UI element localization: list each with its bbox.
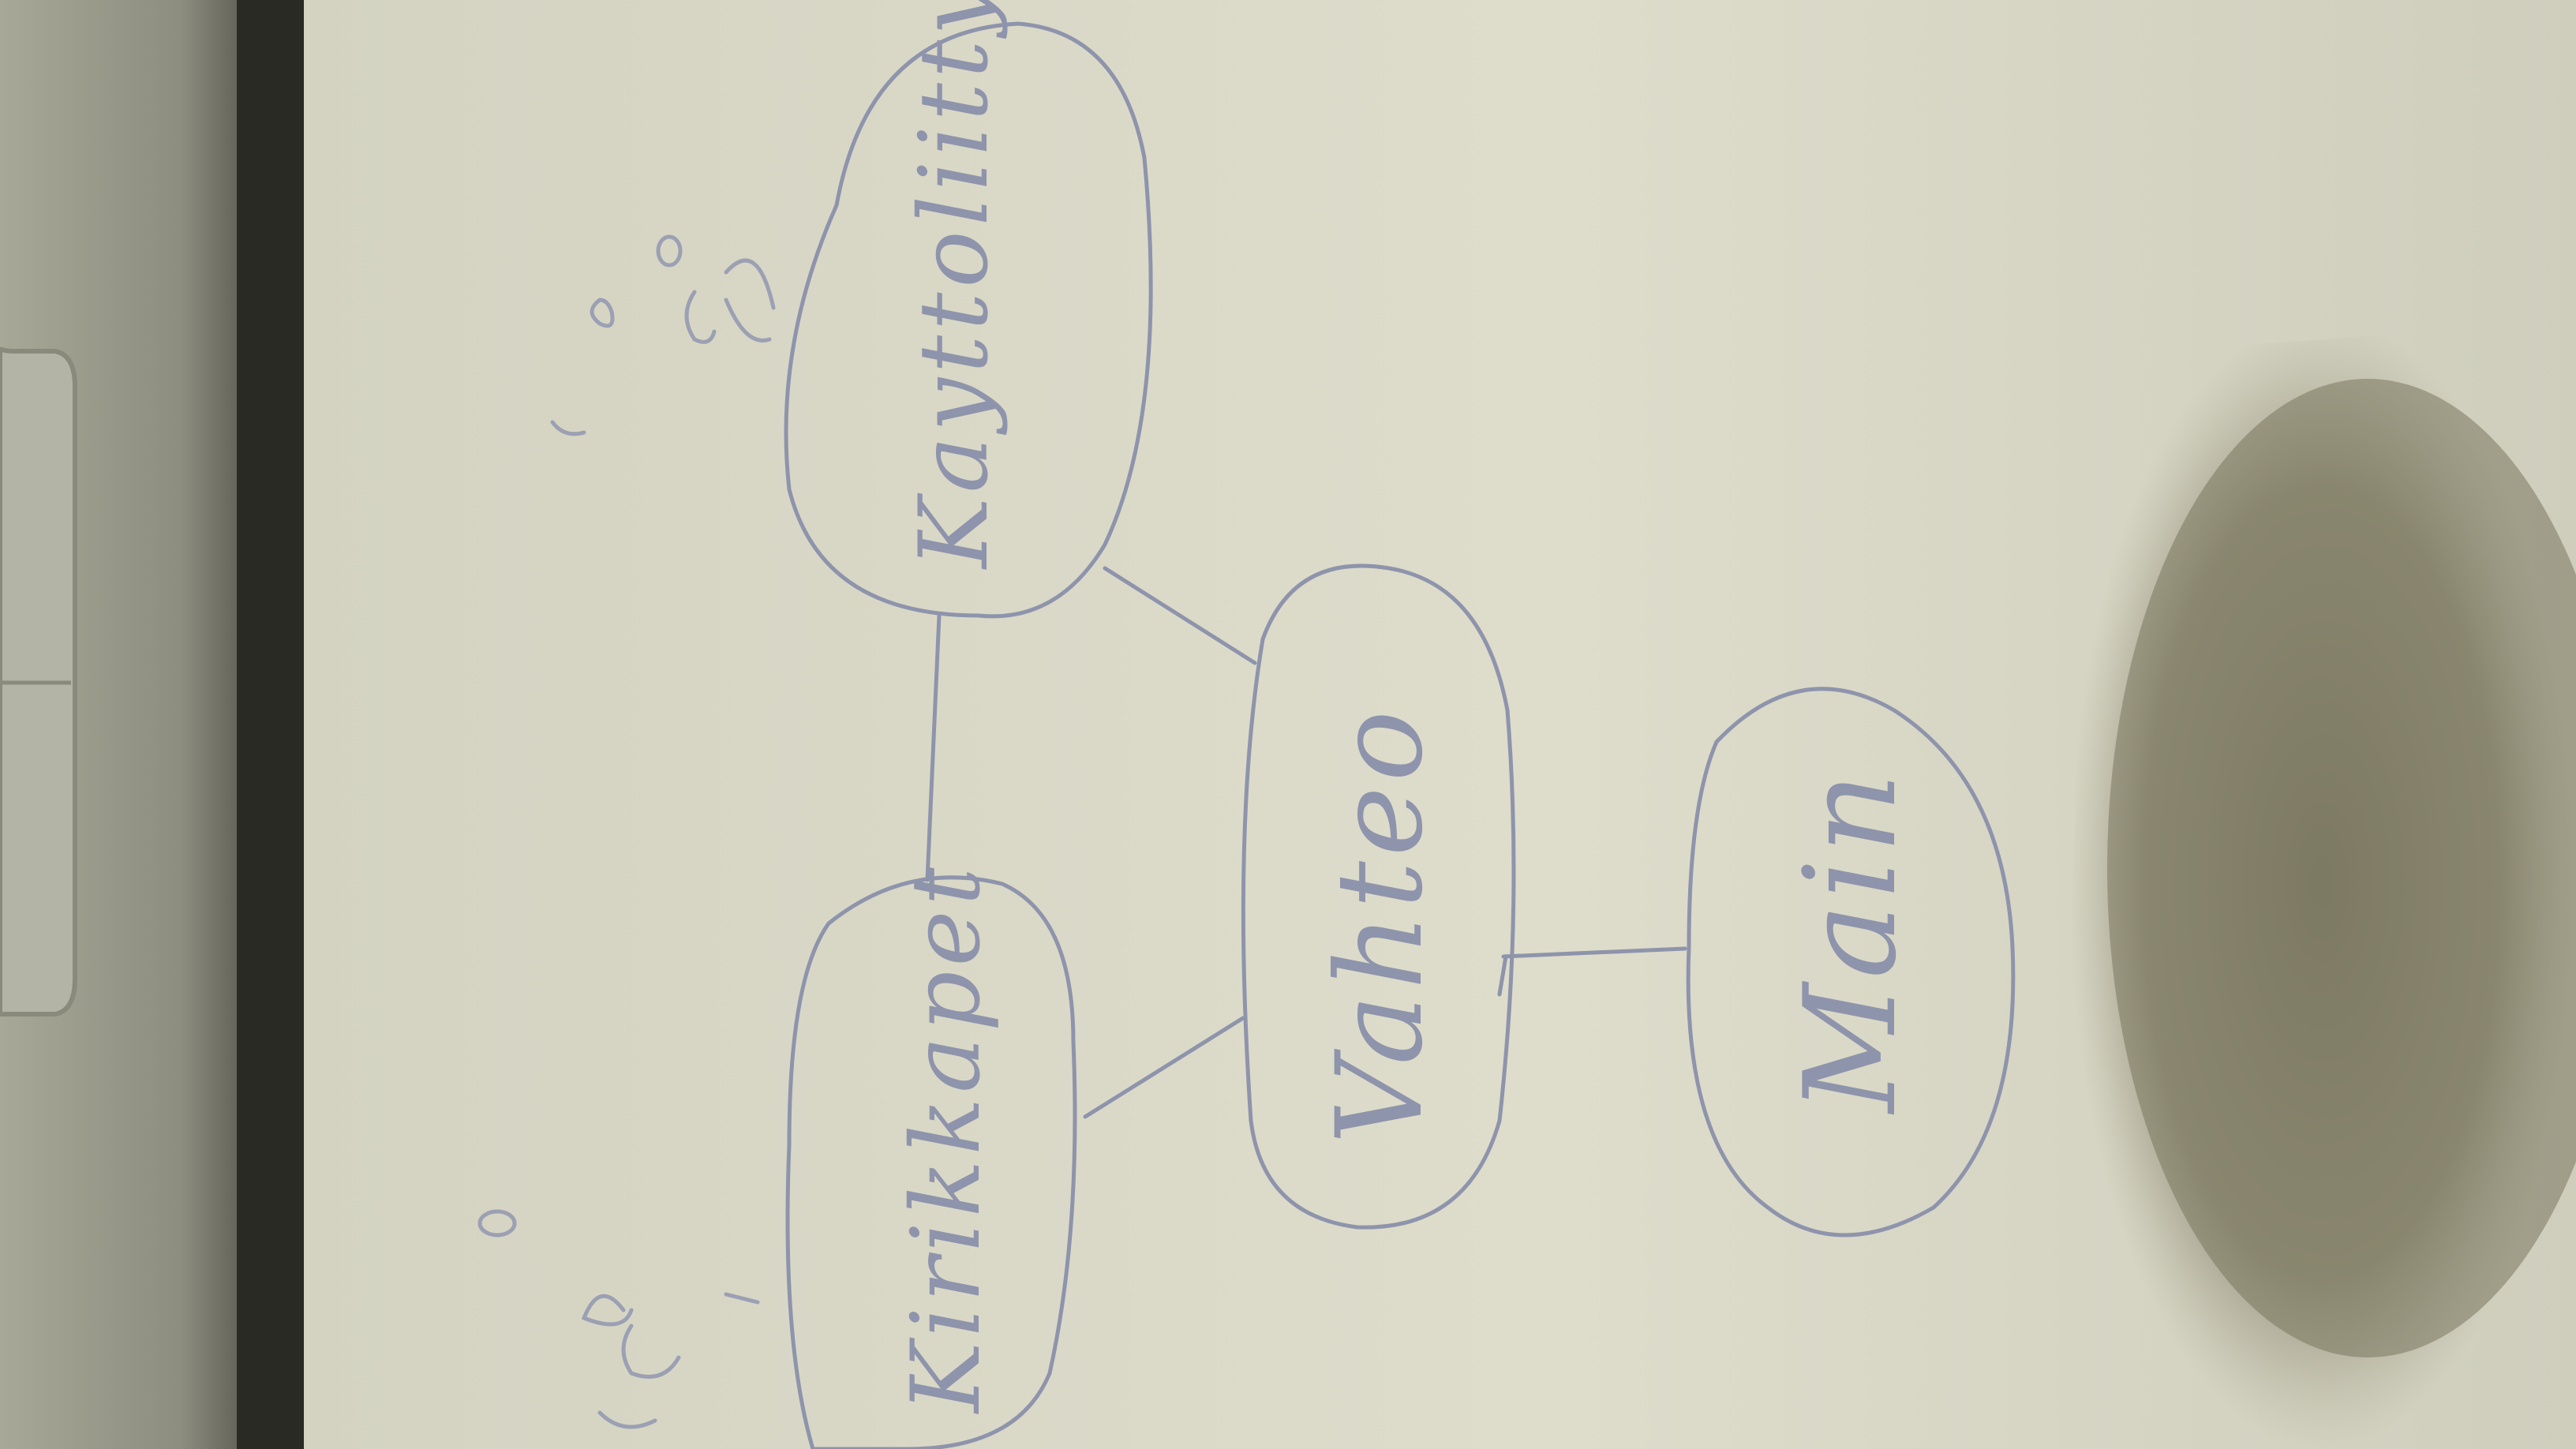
- scribble-bottom-4: [621, 1324, 681, 1379]
- node-kirikkapet: [785, 875, 1077, 1449]
- edge-vahteo-kirikkapet: [1083, 1016, 1245, 1119]
- edge-vahteo-kayttoliittyma: [1103, 566, 1257, 665]
- label-kayttoliittyma: Kayttoliittyma: [900, 0, 1009, 570]
- scribble-top-6: [550, 420, 586, 436]
- edge-vahteo-main-tick: [1497, 954, 1508, 997]
- node-main: [1686, 687, 2016, 1237]
- node-labels: Kayttoliittyma Vahteo Main Kirikkapet: [892, 0, 1924, 1414]
- label-main: Main: [1777, 768, 1924, 1115]
- scribble-top-1: [724, 298, 772, 343]
- label-vahteo: Vahteo: [1312, 706, 1449, 1144]
- scribble-top-5: [590, 298, 615, 328]
- edge-kirikkapet-kayttoliittyma: [925, 613, 942, 882]
- diagram-edges: [925, 566, 1687, 1119]
- diagram-nodes: [784, 21, 2016, 1449]
- scribble-bottom-1: [724, 1292, 760, 1305]
- scribble-bottom-3: [477, 1209, 517, 1237]
- hand-shadow-core: [2107, 379, 2576, 1357]
- scribble-top-4: [656, 234, 683, 268]
- margin-scribbles: [477, 234, 776, 1429]
- edge-main-vahteo: [1501, 946, 1687, 959]
- scribble-top-3: [724, 258, 776, 310]
- node-kayttoliittyma: [784, 21, 1153, 619]
- label-kirikkapet: Kirikkapet: [892, 863, 1002, 1414]
- frame-edge: [237, 0, 304, 1449]
- scribble-bottom-5: [597, 1410, 657, 1429]
- scribble-top-2: [684, 290, 717, 344]
- node-vahteo: [1241, 564, 1516, 1230]
- scribble-bottom-2: [581, 1294, 634, 1327]
